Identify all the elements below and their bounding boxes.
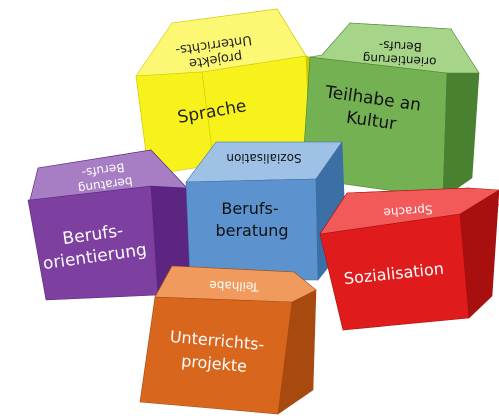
cube-kultur-top-label-2: orientierung [362, 51, 436, 69]
cube-beratung-top-label: Sozialisation [226, 151, 301, 165]
cube-sozialisation-top-label: Sprache [383, 202, 433, 219]
cube-orientierung-top-label-1: Berufs- [81, 160, 125, 180]
cube-sprache-top-label-2: projekte [188, 48, 243, 70]
cube-kultur-top-label-1: Berufs- [378, 38, 422, 54]
cube-beratung: Sozialisation Berufs- beratung [185, 141, 347, 281]
cube-beratung-front-label-2: beratung [215, 221, 288, 240]
cube-sprache: Unterrichts- projekte Sprache [135, 8, 323, 176]
cube-kultur-side [442, 72, 480, 199]
cube-beratung-front-label-1: Berufs- [221, 199, 278, 218]
cube-sozialisation: Sprache Sozialisation [319, 187, 499, 331]
cube-projekte-top-label: Teilhabe [209, 278, 260, 294]
cube-projekte: Teilhabe Unterrichts- projekte [139, 265, 317, 415]
cube-orientierung: Berufs- beratung Berufs- orientierung [27, 149, 193, 301]
